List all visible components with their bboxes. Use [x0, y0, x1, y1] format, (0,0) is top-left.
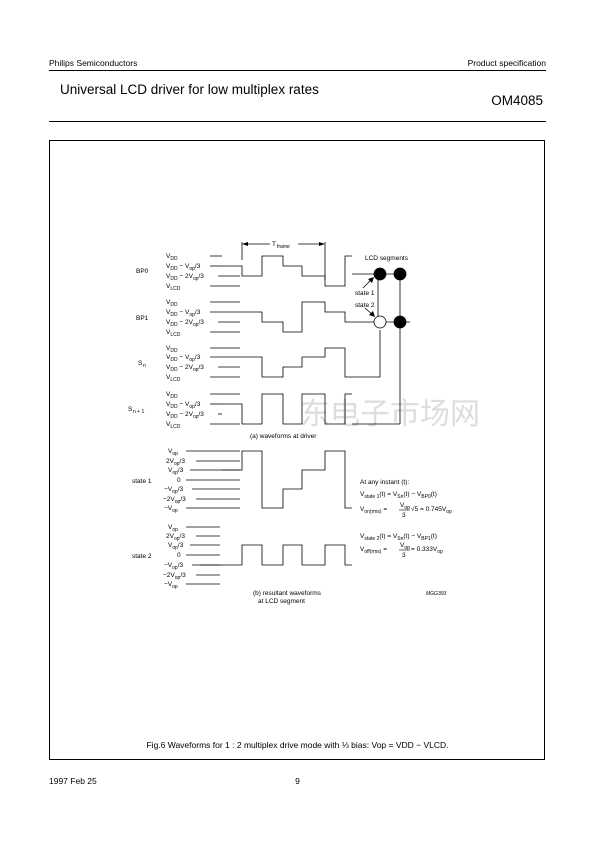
svg-text:VDD: VDD: [166, 253, 178, 262]
bp0-waveform: [222, 255, 352, 287]
sn1-label-sub: n + 1: [133, 409, 144, 415]
svg-text:VDD − 2Vop/3: VDD − 2Vop/3: [166, 319, 204, 328]
footer-date: 1997 Feb 25: [49, 776, 97, 786]
svg-text:VDD: VDD: [166, 299, 178, 308]
state2-row-label: state 2: [132, 553, 152, 560]
svg-text:VDD: VDD: [166, 391, 178, 400]
lcd-segments-label: LCD segments: [365, 255, 409, 262]
svg-text:0: 0: [177, 477, 181, 484]
diagram-labels: T frame LCD segments state 1 state 2 BP0…: [128, 241, 452, 605]
svg-text:VDD − Vop/3: VDD − Vop/3: [166, 309, 201, 318]
svg-text:√5 = 0.745Vop: √5 = 0.745Vop: [411, 505, 452, 515]
caption-a: (a) waveforms at driver: [250, 433, 317, 440]
svg-text:= 0.333Vop: = 0.333Vop: [411, 546, 443, 555]
header-company: Philips Semiconductors: [49, 58, 138, 68]
svg-text:0: 0: [177, 552, 181, 559]
sn-label: S: [138, 360, 143, 367]
state1-row-label: state 1: [132, 478, 152, 485]
t-frame-label: T: [272, 241, 276, 248]
sn1-label: S: [128, 406, 133, 413]
figure-frame: [49, 140, 545, 760]
t-frame-marker: [241, 242, 326, 280]
svg-text:VDD − Vop/3: VDD − Vop/3: [166, 354, 201, 363]
svg-text:2Vop/3: 2Vop/3: [166, 458, 185, 467]
svg-text:VDD − Vop/3: VDD − Vop/3: [166, 263, 201, 272]
svg-text:VDD − 2Vop/3: VDD − 2Vop/3: [166, 411, 204, 420]
svg-text:−Vop/3: −Vop/3: [164, 486, 184, 495]
svg-text:VLCD: VLCD: [166, 329, 181, 338]
svg-text:VDD: VDD: [166, 345, 178, 354]
header-rule: [49, 70, 546, 71]
svg-text:VLCD: VLCD: [166, 374, 181, 383]
svg-text:Vop: Vop: [168, 448, 178, 457]
svg-text:VDD − 2Vop/3: VDD − 2Vop/3: [166, 364, 204, 373]
svg-text:Voff(rms) =: Voff(rms) =: [360, 546, 387, 555]
svg-text:Vstate 2(t) = VSn(t) − VBP1(t): Vstate 2(t) = VSn(t) − VBP1(t): [360, 533, 437, 542]
part-number: OM4085: [491, 93, 543, 108]
segment-dot: [393, 267, 407, 281]
state2-waveform: [200, 544, 352, 566]
figure-code: MGG393: [426, 591, 447, 597]
watermark: 东电子市场网: [300, 397, 480, 432]
svg-text:Vop: Vop: [400, 542, 410, 551]
page-title: Universal LCD driver for low multiplex r…: [60, 82, 319, 97]
lcd-segment-wiring: [352, 267, 410, 425]
svg-text:−2Vop/3: −2Vop/3: [163, 496, 186, 505]
svg-text:2Vop/3: 2Vop/3: [166, 533, 185, 542]
svg-text:Vop: Vop: [168, 524, 178, 533]
svg-text:Vop/3: Vop/3: [168, 542, 184, 551]
segment-dot: [373, 267, 387, 281]
svg-text:VLCD: VLCD: [166, 283, 181, 292]
sn-waveform: [240, 347, 380, 378]
sn-label-sub: n: [143, 363, 146, 369]
svg-text:VDD − Vop/3: VDD − Vop/3: [166, 401, 201, 410]
bp1-label: BP1: [136, 315, 149, 322]
svg-text:Von(rms) =: Von(rms) =: [360, 506, 387, 515]
svg-text:3: 3: [402, 552, 406, 559]
bp0-label: BP0: [136, 268, 149, 275]
state1-waveform: [222, 450, 352, 509]
figure-caption: Fig.6 Waveforms for 1 : 2 multiplex driv…: [146, 740, 449, 750]
svg-text:Vstate 1(t) = VSn(t) − VBP0(t): Vstate 1(t) = VSn(t) − VBP0(t): [360, 491, 437, 500]
header-doc-type: Product specification: [467, 58, 546, 68]
svg-text:Vop/3: Vop/3: [168, 467, 184, 476]
segment-dot: [393, 315, 407, 329]
sn1-waveform: [222, 393, 352, 425]
svg-text:−Vop/3: −Vop/3: [164, 562, 184, 571]
svg-text:Vop: Vop: [400, 502, 410, 511]
title-rule: [49, 121, 546, 122]
t-frame-sub: frame: [277, 244, 290, 250]
svg-text:−Vop: −Vop: [164, 505, 178, 514]
segment-dot-open: [373, 315, 387, 329]
svg-text:VLCD: VLCD: [166, 421, 181, 430]
bp1-waveform: [240, 301, 378, 333]
svg-text:3: 3: [402, 512, 406, 519]
at-instant-label: At any instant (t):: [360, 479, 409, 486]
caption-b2: at LCD segment: [258, 598, 305, 605]
page-number: 9: [295, 776, 300, 786]
level-ticks: [186, 255, 240, 585]
svg-text:−Vop: −Vop: [164, 581, 178, 590]
state2-arrow-label: state 2: [355, 302, 375, 309]
state1-arrow-label: state 1: [355, 290, 375, 297]
svg-text:VDD − 2Vop/3: VDD − 2Vop/3: [166, 273, 204, 282]
svg-text:−2Vop/3: −2Vop/3: [163, 572, 186, 581]
caption-b1: (b) resultant waveforms: [253, 590, 322, 597]
